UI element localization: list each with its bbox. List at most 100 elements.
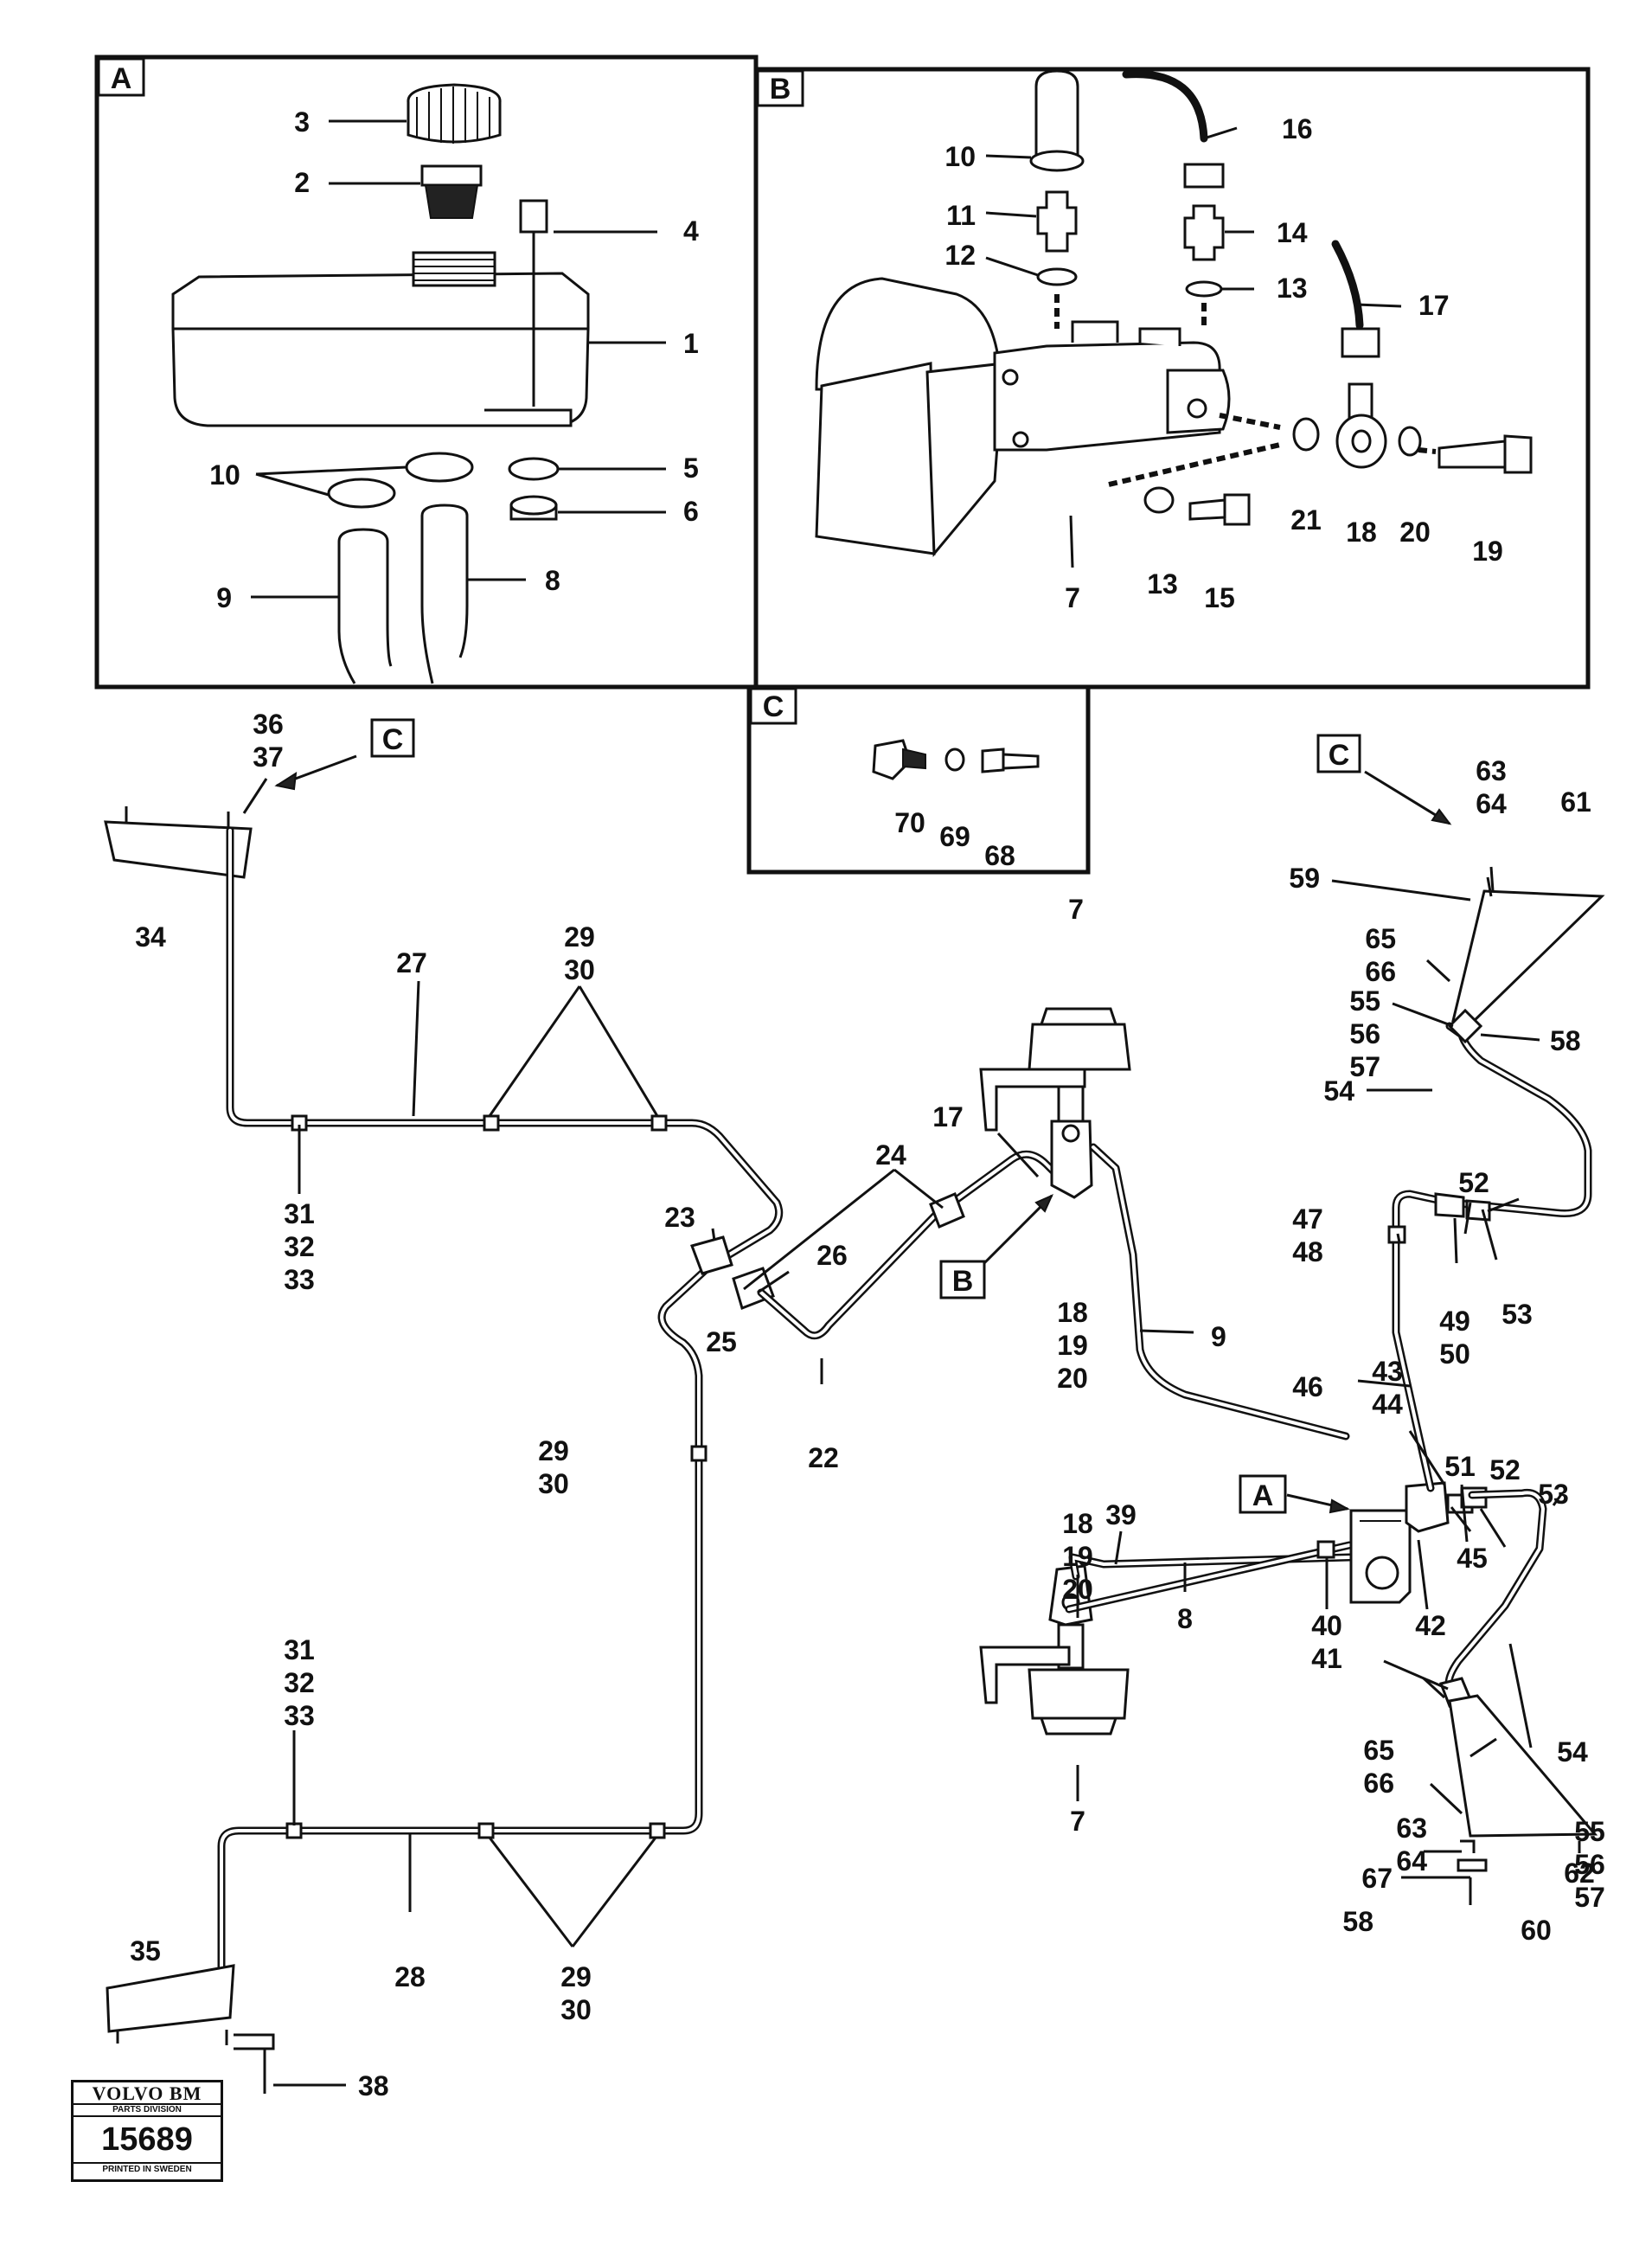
label-46: 46 <box>1292 1371 1323 1402</box>
label-4: 4 <box>683 215 699 247</box>
brake-line-22 <box>757 1150 1070 1340</box>
label-33-a: 33 <box>284 1264 315 1295</box>
section-marker-c <box>370 718 415 758</box>
label-13-lower: 13 <box>1147 568 1178 600</box>
label-13-upper: 13 <box>1277 273 1308 304</box>
label-67: 67 <box>1361 1863 1393 1894</box>
label-32-a: 32 <box>284 1231 315 1262</box>
label-53-b: 53 <box>1502 1299 1533 1330</box>
bracket <box>1448 1694 1598 1838</box>
union <box>929 1192 965 1229</box>
label-9-main: 9 <box>1211 1321 1226 1352</box>
label-41: 41 <box>1311 1643 1342 1674</box>
panel-c-label: C <box>763 690 784 723</box>
label-8: 8 <box>545 565 560 596</box>
label-20-a: 20 <box>1057 1363 1088 1394</box>
pipe-clip <box>483 1114 500 1132</box>
label-23: 23 <box>664 1202 695 1233</box>
label-47: 47 <box>1292 1203 1323 1235</box>
label-30-b: 30 <box>538 1468 569 1499</box>
label-60: 60 <box>1521 1915 1552 1946</box>
pipe-clip <box>285 1822 303 1839</box>
label-19: 19 <box>1472 536 1503 567</box>
label-50: 50 <box>1439 1338 1470 1370</box>
label-3: 3 <box>294 106 310 138</box>
label-29-a: 29 <box>564 921 595 953</box>
label-57-a: 57 <box>1574 1882 1605 1913</box>
section-marker-c-right-label: C <box>1329 739 1350 772</box>
label-40: 40 <box>1311 1610 1342 1641</box>
label-10: 10 <box>944 141 976 172</box>
label-10: 10 <box>209 459 240 491</box>
label-63-b: 63 <box>1396 1813 1427 1844</box>
label-55-a: 55 <box>1574 1816 1605 1847</box>
reservoir-tank <box>171 251 590 427</box>
label-29-c: 29 <box>560 1961 592 1992</box>
label-32-b: 32 <box>284 1667 315 1698</box>
label-21: 21 <box>1290 504 1322 536</box>
brake-line <box>1331 240 1364 330</box>
label-19-b: 19 <box>1062 1541 1093 1572</box>
bleeder-valve <box>872 739 926 780</box>
label-16: 16 <box>1282 113 1313 144</box>
brake-line <box>1122 70 1208 143</box>
label-44: 44 <box>1372 1389 1403 1420</box>
label-31-a: 31 <box>284 1198 315 1229</box>
section-marker-c-label: C <box>382 723 404 756</box>
washer <box>1185 280 1223 298</box>
label-56-a: 56 <box>1574 1849 1605 1880</box>
washer <box>944 748 965 772</box>
label-20-b: 20 <box>1062 1574 1093 1605</box>
label-51: 51 <box>1444 1451 1476 1482</box>
label-58-b: 58 <box>1550 1025 1581 1056</box>
label-65-b: 65 <box>1363 1735 1394 1766</box>
pipe-clip <box>690 1445 708 1462</box>
panel-b: B <box>753 67 1591 690</box>
pipe-clip <box>1316 1540 1335 1559</box>
label-66-a: 66 <box>1365 956 1396 987</box>
bolt <box>519 199 548 407</box>
label-55-b: 55 <box>1349 985 1380 1017</box>
reservoir-cap <box>407 83 502 144</box>
label-49: 49 <box>1439 1306 1470 1337</box>
hose <box>337 528 393 684</box>
panel-c: C 70 69 68 <box>746 684 1091 875</box>
pipe-clip <box>649 1822 666 1839</box>
label-30-a: 30 <box>564 954 595 985</box>
label-64-b: 64 <box>1396 1845 1427 1877</box>
label-42: 42 <box>1415 1610 1446 1641</box>
label-7-bottom: 7 <box>1070 1806 1085 1837</box>
label-14: 14 <box>1277 217 1308 248</box>
washer <box>1398 426 1422 457</box>
label-48: 48 <box>1292 1236 1323 1267</box>
label-15: 15 <box>1204 582 1235 613</box>
washer <box>1036 267 1078 286</box>
label-5: 5 <box>683 452 699 484</box>
label-53-a: 53 <box>1538 1479 1569 1510</box>
label-24: 24 <box>875 1139 906 1171</box>
stamp-division: PARTS DIVISION <box>74 2105 221 2117</box>
label-54-b: 54 <box>1323 1075 1354 1107</box>
line-nut <box>1183 163 1225 189</box>
union <box>1447 1008 1483 1044</box>
section-marker-b <box>939 1260 986 1299</box>
label-31-b: 31 <box>284 1634 315 1665</box>
label-38: 38 <box>358 2070 389 2101</box>
hose <box>420 504 469 684</box>
label-39: 39 <box>1105 1499 1137 1530</box>
bracket <box>1451 889 1605 1026</box>
brake-booster-lower <box>979 1564 1130 1736</box>
label-61: 61 <box>1560 786 1591 818</box>
bolt <box>1188 493 1251 526</box>
label-26: 26 <box>816 1240 848 1271</box>
banjo-fitting <box>1335 382 1387 469</box>
label-28: 28 <box>394 1961 426 1992</box>
stamp-printed: PRINTED IN SWEDEN <box>102 2165 192 2174</box>
label-56-b: 56 <box>1349 1018 1380 1049</box>
label-20: 20 <box>1399 517 1431 548</box>
label-64-a: 64 <box>1476 788 1507 819</box>
label-65-a: 65 <box>1365 923 1396 954</box>
brake-booster-upper <box>979 1007 1131 1199</box>
panel-a-label: A <box>111 62 132 95</box>
